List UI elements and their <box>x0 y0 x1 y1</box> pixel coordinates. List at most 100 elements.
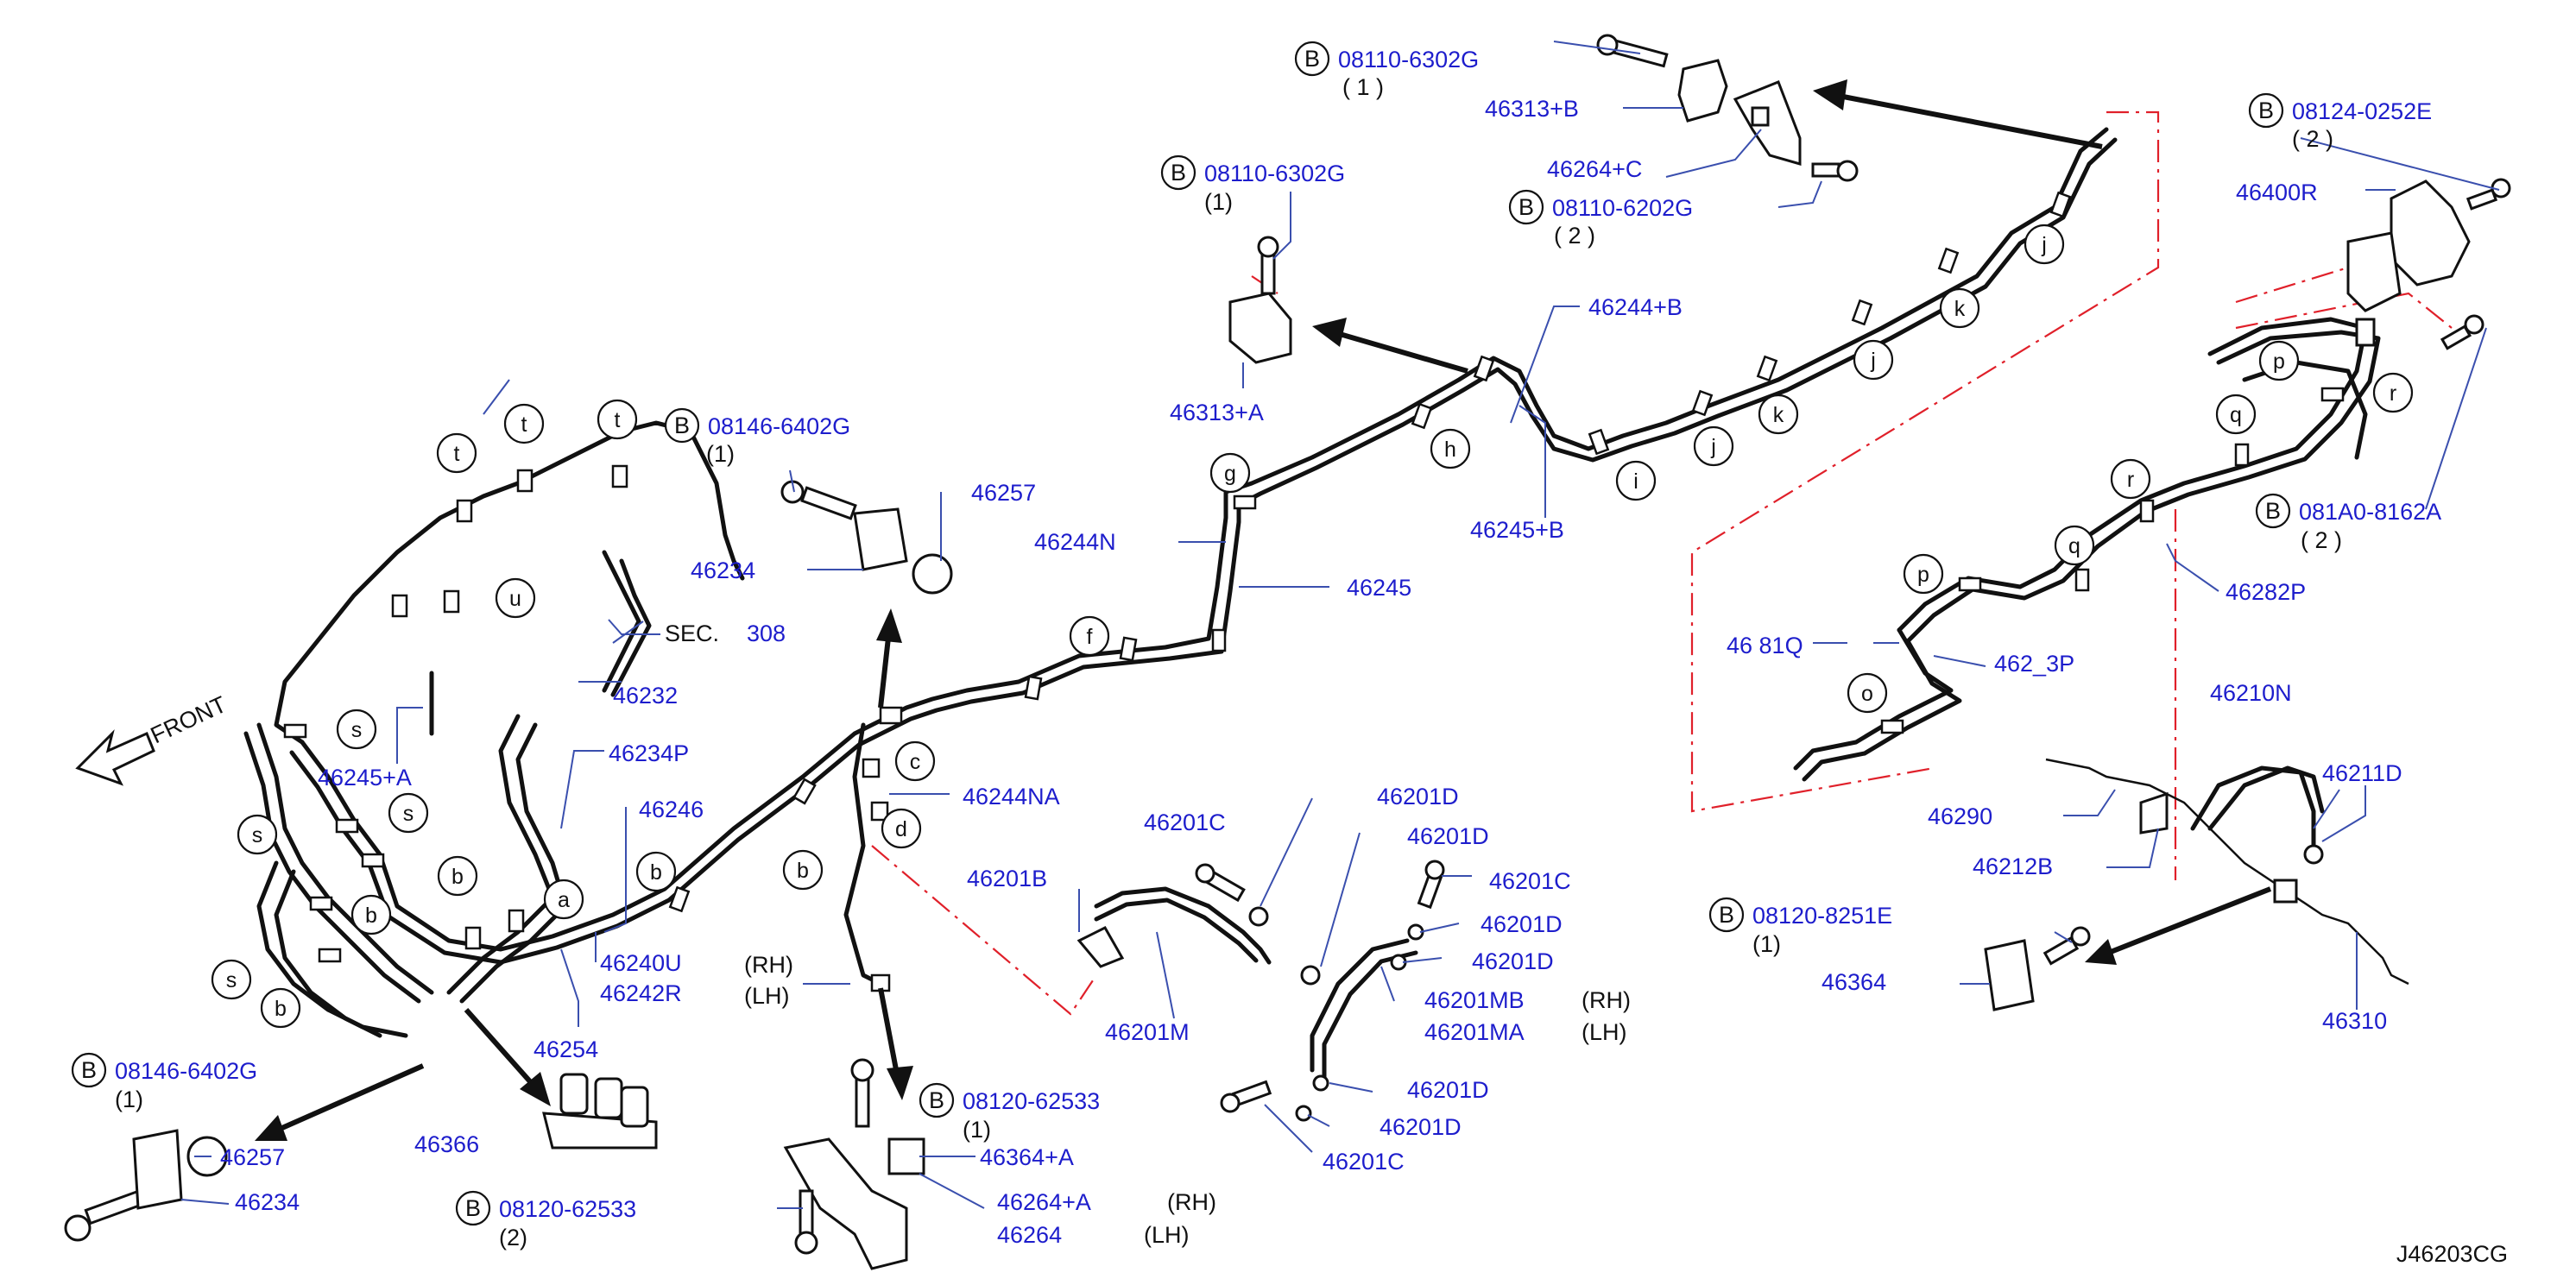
svg-text:(2): (2) <box>499 1225 527 1250</box>
svg-text:k: k <box>1954 297 1966 321</box>
bolt-icon <box>2440 314 2484 350</box>
part-label: 46201C <box>1144 809 1226 835</box>
svg-text:( 2 ): ( 2 ) <box>2301 527 2342 553</box>
callout-j2: j <box>1853 339 1894 381</box>
part-label: 46257 <box>220 1144 285 1170</box>
clip-icon <box>1076 926 1125 968</box>
svg-text:B: B <box>1304 46 1320 72</box>
part-label: 46201C <box>1489 868 1571 894</box>
block-icon <box>853 507 908 571</box>
svg-text:s: s <box>351 718 363 742</box>
svg-text:s: s <box>252 823 263 847</box>
svg-text:s: s <box>226 968 237 992</box>
bolt-ref-08146-6402G-left: B 08146-6402G (1) <box>71 1052 257 1112</box>
part-label: 46234P <box>609 740 689 766</box>
svg-text:(1): (1) <box>1752 931 1781 957</box>
svg-text:(1): (1) <box>963 1117 991 1143</box>
callout-o: o <box>1847 672 1888 714</box>
proportioning-valve-icon <box>2346 180 2471 347</box>
part-label: 46366 <box>414 1131 479 1157</box>
part-label: 46 81Q <box>1727 633 1803 658</box>
part-label: 46201MA <box>1424 1019 1525 1045</box>
bolt-icon <box>2042 926 2091 966</box>
svg-text:j: j <box>2041 233 2047 257</box>
svg-text:r: r <box>2127 468 2134 492</box>
svg-text:08146-6402G: 08146-6402G <box>708 413 850 439</box>
part-label: 46245+A <box>318 765 412 791</box>
clip-icon <box>2139 791 2169 835</box>
svg-text:08124-0252E: 08124-0252E <box>2292 98 2432 124</box>
svg-text:08120-62533: 08120-62533 <box>963 1088 1100 1114</box>
part-label: 46201D <box>1377 784 1459 809</box>
washer-icon <box>1300 965 1321 986</box>
svg-text:(1): (1) <box>706 441 735 467</box>
part-label: 46201C <box>1323 1149 1405 1175</box>
callout-g: g <box>1209 452 1251 494</box>
part-label: 46244NA <box>963 784 1060 809</box>
bolt-ref-08110-6302G: B 08110-6302G (1) <box>1160 154 1345 215</box>
svg-text:08110-6302G: 08110-6302G <box>1338 47 1479 72</box>
bolt-references: B 08110-6302G ( 1 ) B 08110-6302G (1) B … <box>71 41 2441 1250</box>
part-label: 462_3P <box>1994 651 2074 677</box>
part-label: 46201D <box>1380 1114 1462 1140</box>
svg-text:B: B <box>81 1057 97 1083</box>
callout-j1: j <box>2024 224 2065 265</box>
callout-p2: p <box>1903 553 1944 595</box>
svg-text:t: t <box>454 442 460 466</box>
part-label: 46245+B <box>1470 517 1564 543</box>
leader-lines <box>180 41 2500 1209</box>
part-number-labels: 46313+B 46264+C 46313+A 46244+B 46245+B … <box>220 96 2402 1248</box>
svg-text:08110-6202G: 08110-6202G <box>1552 195 1693 221</box>
part-label: 46310 <box>2322 1008 2387 1034</box>
svg-text:r: r <box>2390 381 2396 406</box>
washer-icon <box>2303 844 2324 865</box>
part-label: 46201MB <box>1424 987 1525 1013</box>
bolt-icon <box>1417 860 1445 910</box>
callout-t3: t <box>597 399 638 440</box>
svg-text:b: b <box>365 904 377 928</box>
diagram-code: J46203CG <box>2396 1241 2508 1267</box>
callout-a: a <box>543 879 584 920</box>
svg-text:081A0-8162A: 081A0-8162A <box>2299 499 2441 525</box>
bolt-ref-08120-62533-center: B 08120-62533 (1) <box>919 1082 1100 1143</box>
bolt-ref-08120-8251E: B 08120-8251E (1) <box>1708 897 1892 957</box>
bolt-icon <box>1220 1080 1272 1113</box>
svg-text:B: B <box>2258 98 2274 123</box>
svg-text:u: u <box>509 587 521 611</box>
bolt-ref-08110-6302G-top: B 08110-6302G ( 1 ) <box>1294 41 1479 100</box>
bolt-icon <box>64 1187 149 1242</box>
bolt-icon <box>1811 160 1859 182</box>
part-label: 46257 <box>971 480 1036 506</box>
callout-t2: t <box>503 403 545 444</box>
part-label: 46245 <box>1347 575 1411 601</box>
block-icon <box>887 1137 925 1175</box>
callout-c: c <box>894 740 936 782</box>
bolt-ref-08146-6402G-center: B 08146-6402G (1) <box>664 407 850 467</box>
svg-text:f: f <box>1087 625 1093 649</box>
callout-j3: j <box>1693 425 1734 467</box>
bolt-icon <box>1195 863 1246 903</box>
svg-text:k: k <box>1773 403 1784 427</box>
callout-h: h <box>1430 428 1471 469</box>
part-label: 46244+B <box>1588 294 1683 320</box>
callout-r2: r <box>2110 458 2151 500</box>
arrows <box>75 79 2272 1141</box>
callout-s3: s <box>237 814 278 855</box>
svg-text:(LH): (LH) <box>1582 1019 1627 1045</box>
svg-text:q: q <box>2230 403 2242 427</box>
callout-b2: b <box>635 851 677 892</box>
callout-b5: b <box>260 987 301 1029</box>
svg-text:(LH): (LH) <box>1144 1222 1190 1248</box>
callout-r1: r <box>2372 372 2414 413</box>
grommet-icon <box>912 553 953 595</box>
bolt-icon <box>1257 236 1279 295</box>
bolt-ref-081A0-8162A: B 081A0-8162A ( 2 ) <box>2255 493 2441 553</box>
bolt-ref-08120-62533-left: B 08120-62533 (2) <box>455 1190 636 1250</box>
callout-s1: s <box>336 709 377 750</box>
svg-text:s: s <box>403 802 414 826</box>
part-label: 46364+A <box>980 1144 1074 1170</box>
bolt-icon <box>2466 178 2511 211</box>
svg-text:a: a <box>558 888 570 912</box>
junction-block-icon <box>1984 939 2035 1011</box>
